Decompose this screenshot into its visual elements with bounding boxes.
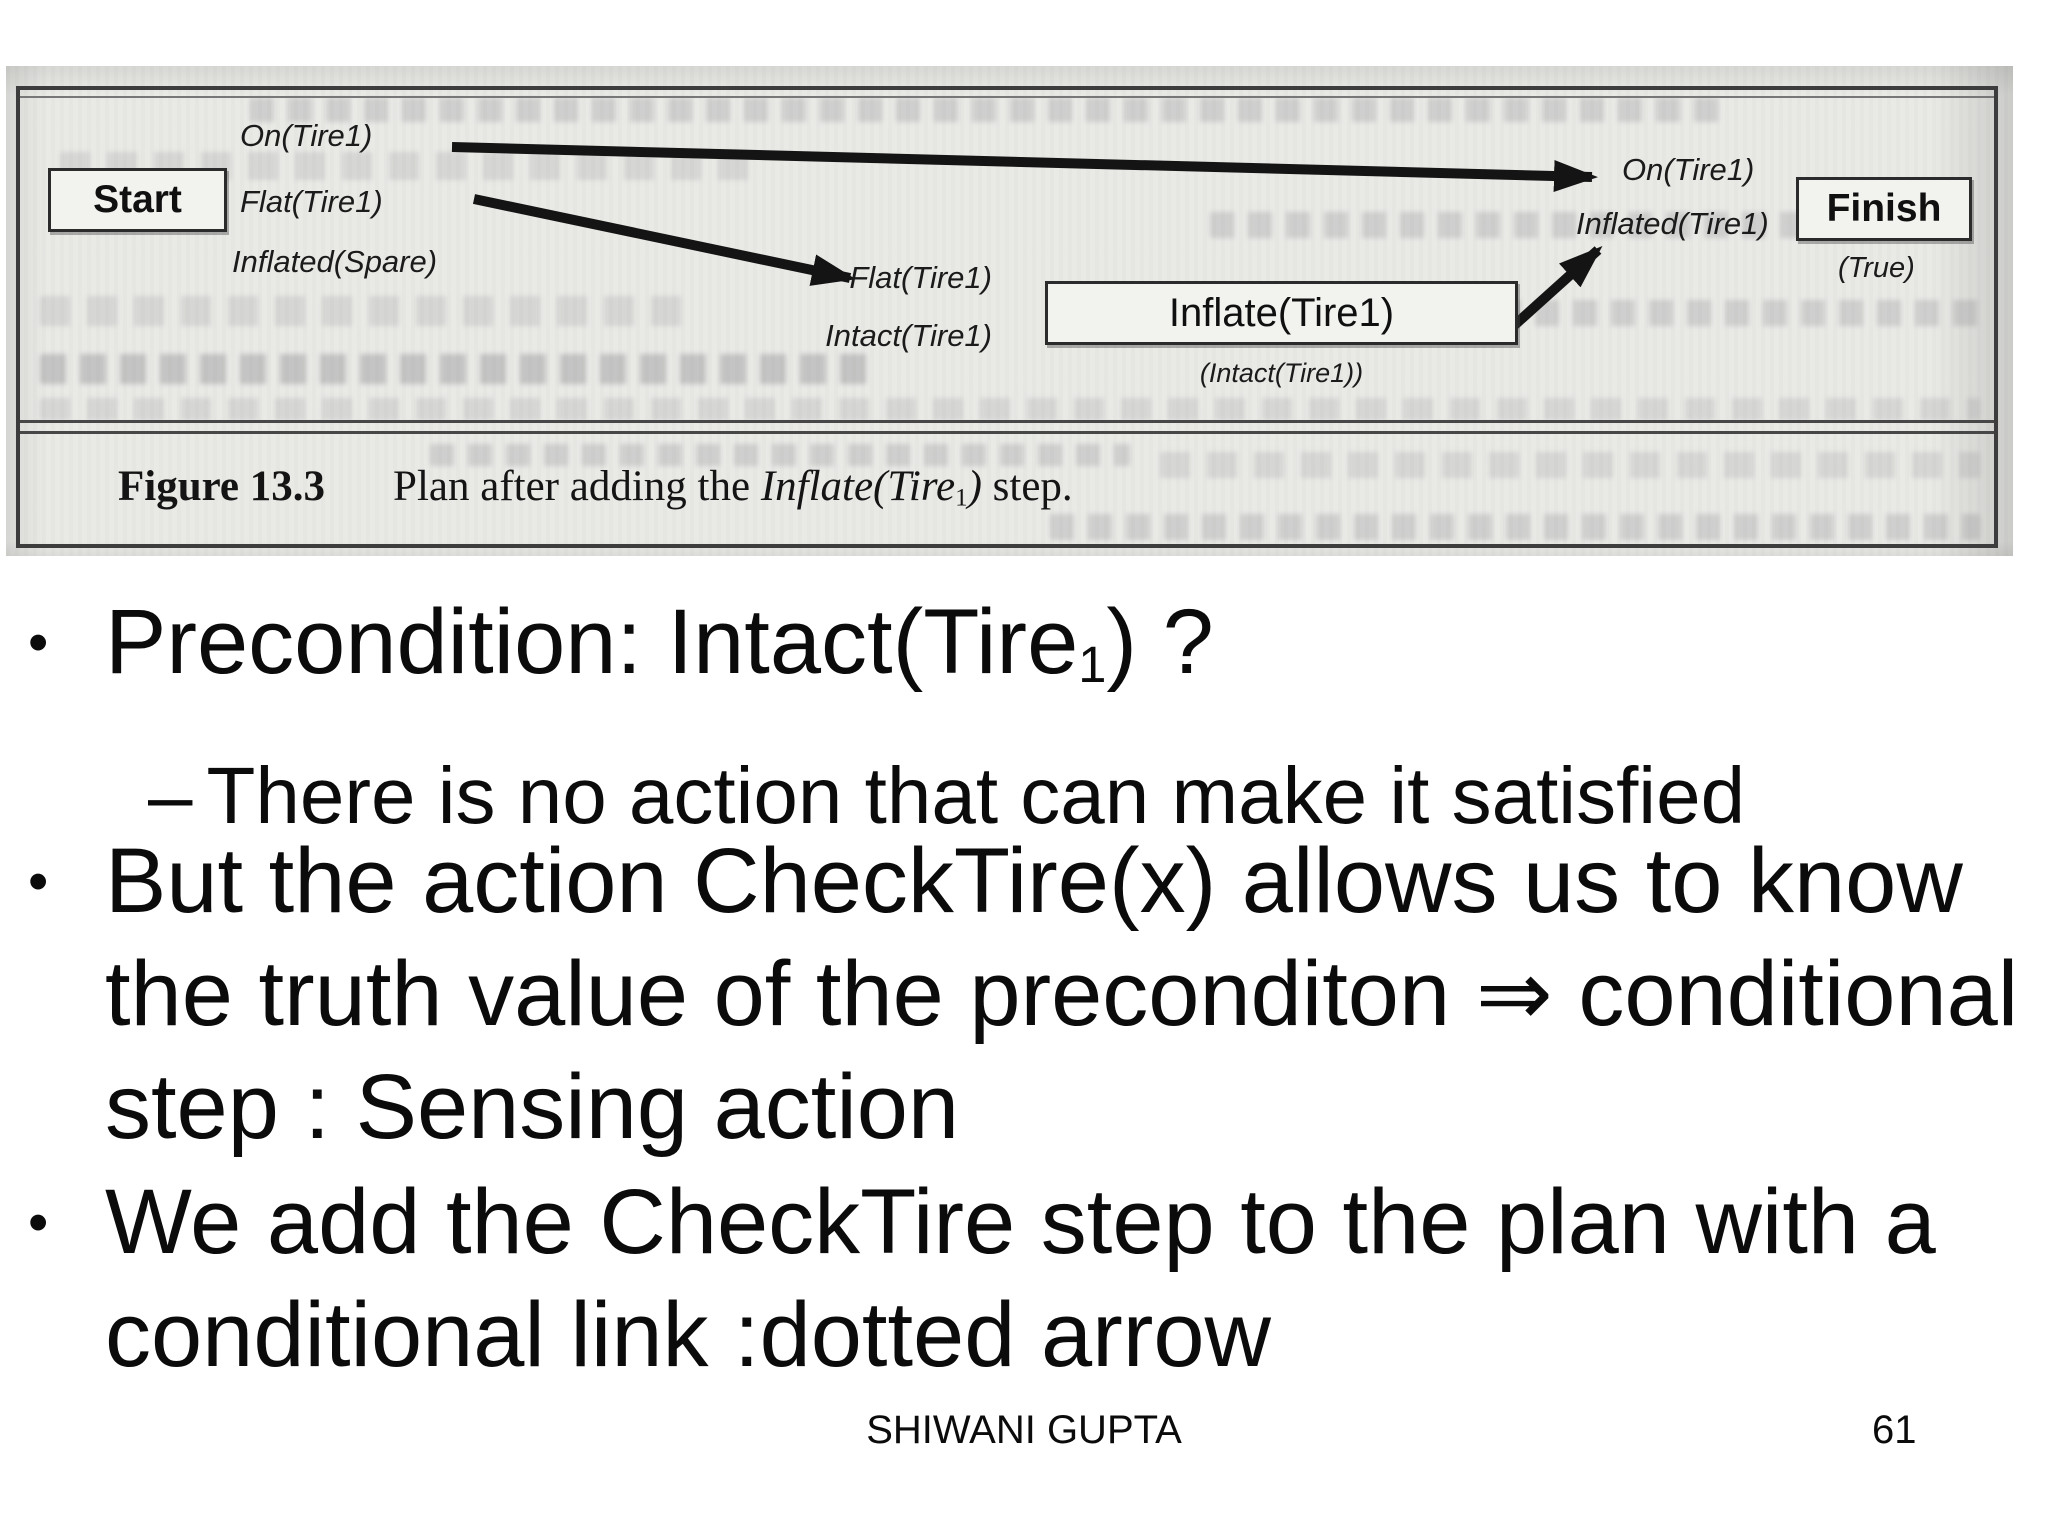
- finish-node-label: Finish: [1826, 187, 1942, 230]
- bullet-checktire-lines: But the action CheckTire(x) allows us to…: [105, 825, 2018, 1164]
- label-start-flat-tire1: Flat(Tire1): [240, 184, 383, 219]
- label-finish-true: (True): [1838, 252, 1915, 284]
- label-start-inflated-spare: Inflated(Spare): [232, 244, 438, 279]
- figure-caption-separator: [20, 431, 1994, 434]
- bullet-line: conditional link :dotted arrow: [105, 1284, 1271, 1386]
- label-finish-on-tire1: On(Tire1): [1622, 152, 1755, 187]
- bleed-through-text: [430, 444, 1130, 466]
- figure-caption-text: Plan after adding the Inflate(Tire1) ste…: [393, 463, 1073, 512]
- finish-node: Finish: [1796, 177, 1972, 241]
- sub-bullet-no-action: – There is no action that can make it sa…: [148, 748, 1745, 844]
- dash-marker: –: [148, 751, 193, 840]
- label-inflate-precond-flat: Flat(Tire1): [849, 260, 992, 295]
- bullet-line: We add the CheckTire step to the plan wi…: [105, 1171, 1936, 1273]
- inflate-node: Inflate(Tire1): [1045, 281, 1518, 345]
- bullet-marker: •: [28, 849, 49, 914]
- bullet-line: the truth value of the preconditon ⇒ con…: [105, 943, 2019, 1045]
- figure-caption-separator: [20, 420, 1994, 423]
- bullet-add-checktire-step: • We add the CheckTire step to the plan …: [28, 1166, 1936, 1392]
- figure-border-inner-line: [20, 96, 1994, 98]
- bullet-add-step-lines: We add the CheckTire step to the plan wi…: [105, 1166, 1936, 1392]
- bullet-line: But the action CheckTire(x) allows us to…: [105, 830, 1963, 932]
- label-finish-inflated-tire1: Inflated(Tire1): [1576, 206, 1769, 241]
- start-node-label: Start: [93, 178, 182, 221]
- bleed-through-text: [40, 296, 690, 326]
- label-inflate-precond-intact: Intact(Tire1): [825, 318, 992, 353]
- bleed-through-text: [1160, 452, 1980, 478]
- inflate-node-label: Inflate(Tire1): [1168, 290, 1395, 335]
- start-node: Start: [48, 168, 227, 232]
- sub-bullet-text: There is no action that can make it sati…: [206, 751, 1746, 840]
- figure-caption-number: Figure 13.3: [118, 463, 326, 510]
- bullet-precondition-text: Precondition: Intact(Tire1) ?: [105, 591, 1214, 694]
- footer-author: SHIWANI GUPTA: [866, 1408, 1182, 1452]
- bleed-through-text: [40, 354, 870, 384]
- label-inflate-condition-note: (Intact(Tire1)): [1199, 358, 1364, 388]
- figure-caption: Figure 13.3 Plan after adding the Inflate…: [118, 462, 1073, 512]
- label-start-on-tire1: On(Tire1): [240, 118, 373, 153]
- bleed-through-text: [250, 98, 1720, 122]
- page-number: 61: [1872, 1408, 1917, 1452]
- bullet-precondition: • Precondition: Intact(Tire1) ?: [28, 586, 1214, 721]
- bullet-checktire-action: • But the action CheckTire(x) allows us …: [28, 825, 2018, 1164]
- figure-border: [16, 86, 1998, 548]
- bleed-through-text: [40, 398, 1980, 420]
- bleed-through-text: [1050, 514, 1980, 540]
- bullet-marker: •: [28, 610, 49, 675]
- bullet-line: step : Sensing action: [105, 1056, 960, 1158]
- bullet-marker: •: [28, 1190, 49, 1255]
